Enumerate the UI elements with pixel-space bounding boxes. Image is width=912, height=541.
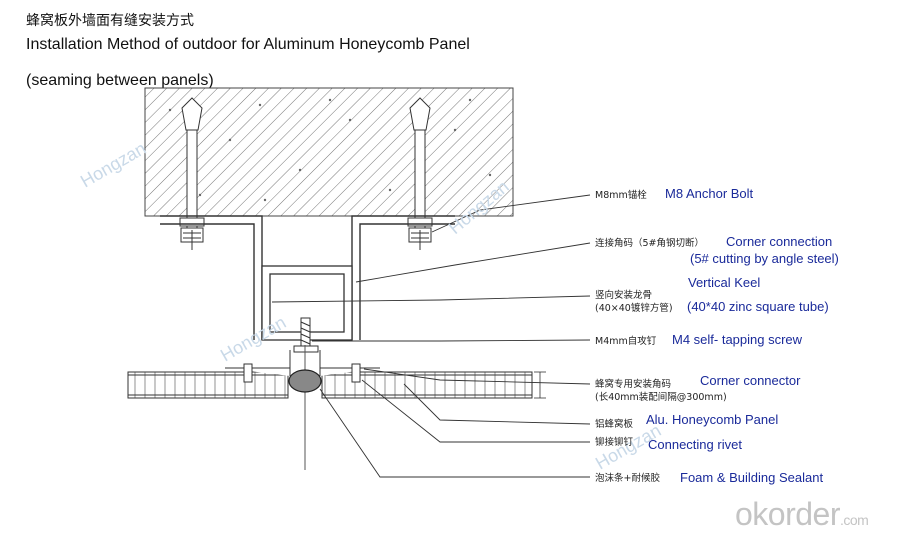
label-foam-sealant: 泡沫条+耐候胶 Foam & Building Sealant bbox=[595, 470, 823, 485]
svg-text:M8mm锚栓: M8mm锚栓 bbox=[595, 189, 647, 201]
svg-text:Foam & Building Sealant: Foam & Building Sealant bbox=[680, 470, 823, 485]
svg-text:Alu. Honeycomb Panel: Alu. Honeycomb Panel bbox=[646, 412, 778, 427]
label-anchor-bolt: M8mm锚栓 M8 Anchor Bolt bbox=[595, 186, 754, 201]
title-chinese: 蜂窝板外墙面有缝安装方式 bbox=[26, 13, 194, 29]
label-self-tapping-screw: M4mm自攻钉 M4 self- tapping screw bbox=[595, 332, 803, 347]
svg-text:Vertical Keel: Vertical Keel bbox=[688, 275, 760, 290]
self-tapping-screw bbox=[293, 317, 319, 353]
svg-text:M4mm自攻钉: M4mm自攻钉 bbox=[595, 335, 657, 347]
svg-text:Corner connector: Corner connector bbox=[700, 373, 801, 388]
svg-text:Corner connection: Corner connection bbox=[726, 234, 832, 249]
leader-lines bbox=[271, 194, 591, 478]
svg-text:M4 self- tapping screw: M4 self- tapping screw bbox=[672, 332, 803, 347]
svg-text:Connecting rivet: Connecting rivet bbox=[648, 437, 742, 452]
svg-text:(5# cutting by angle steel): (5# cutting by angle steel) bbox=[690, 251, 839, 266]
label-corner-connector: 蜂窝专用安装角码 Corner connector (长40mm装配间隔@300… bbox=[595, 373, 801, 403]
label-honeycomb-panel: 铝蜂窝板 Alu. Honeycomb Panel bbox=[595, 412, 778, 430]
svg-text:铝蜂窝板: 铝蜂窝板 bbox=[595, 418, 634, 430]
svg-text:(40×40镀锌方管): (40×40镀锌方管) bbox=[595, 302, 673, 314]
label-corner-connection: 连接角码（5#角钢切断） Corner connection (5# cutti… bbox=[595, 234, 839, 266]
svg-text:(40*40 zinc square tube): (40*40 zinc square tube) bbox=[687, 299, 829, 314]
svg-text:M8 Anchor Bolt: M8 Anchor Bolt bbox=[665, 186, 754, 201]
okorder-logo: okorder.com bbox=[735, 496, 869, 532]
anchor-bolt-left bbox=[179, 97, 205, 250]
watermark-1: Hongzan bbox=[77, 138, 149, 191]
title-english: Installation Method of outdoor for Alumi… bbox=[26, 36, 470, 53]
subtitle: (seaming between panels) bbox=[26, 72, 214, 89]
svg-text:铆接铆钉: 铆接铆钉 bbox=[595, 436, 634, 448]
label-vertical-keel: Vertical Keel 竖向安装龙骨 (40×40镀锌方管) (40*40 … bbox=[595, 275, 829, 314]
svg-text:蜂窝专用安装角码: 蜂窝专用安装角码 bbox=[595, 378, 671, 390]
svg-text:竖向安装龙骨: 竖向安装龙骨 bbox=[595, 289, 652, 301]
svg-text:连接角码（5#角钢切断）: 连接角码（5#角钢切断） bbox=[595, 237, 704, 249]
thickness-dimension bbox=[534, 371, 546, 399]
svg-text:(长40mm装配间隔@300mm): (长40mm装配间隔@300mm) bbox=[595, 391, 727, 403]
concrete-wall bbox=[144, 87, 514, 217]
anchor-bolt-right bbox=[407, 97, 433, 250]
foam-sealant bbox=[288, 369, 322, 393]
svg-text:泡沫条+耐候胶: 泡沫条+耐候胶 bbox=[595, 472, 660, 484]
corner-connectors bbox=[225, 350, 380, 383]
label-connecting-rivet: 铆接铆钉 Connecting rivet bbox=[595, 436, 742, 452]
honeycomb-panel-left bbox=[127, 371, 289, 399]
